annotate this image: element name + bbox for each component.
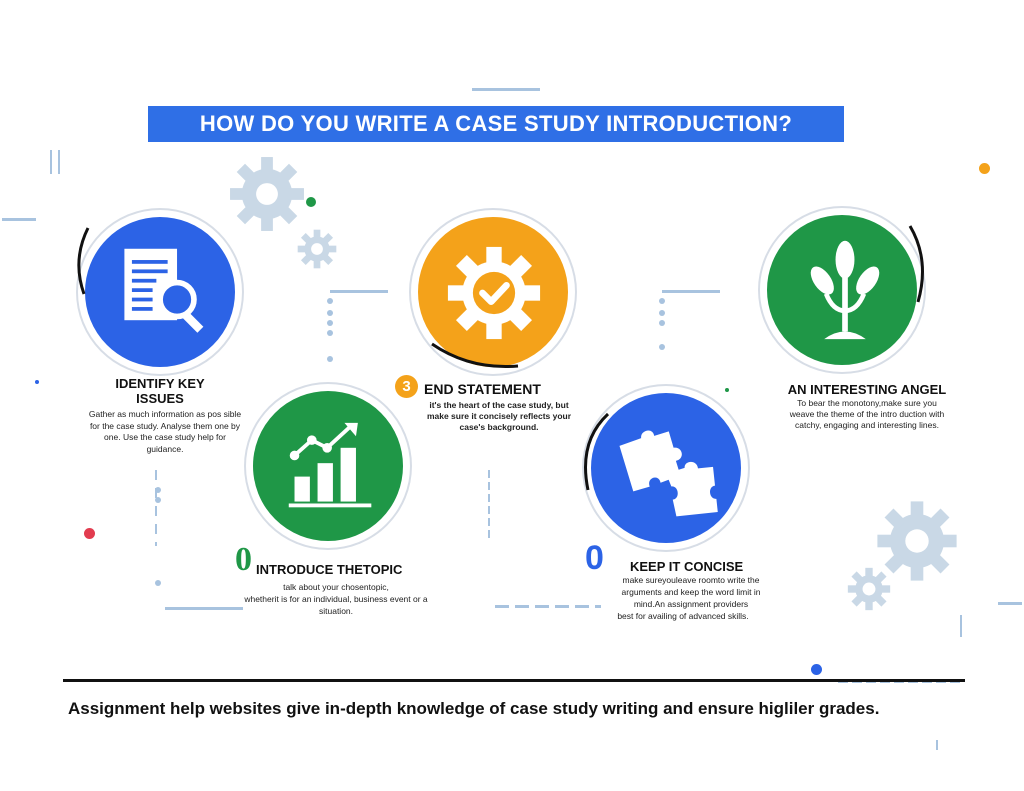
gear-icon (847, 567, 891, 611)
blue-dot (811, 664, 822, 675)
arc-accent (584, 412, 610, 491)
decor-tick (155, 470, 157, 546)
decor-dash (998, 602, 1022, 605)
decor-dot (659, 344, 665, 350)
decor-dot (327, 298, 333, 304)
gear-check-icon (447, 246, 541, 340)
decor-dash (662, 290, 720, 293)
gear-icon (230, 157, 304, 231)
introduce-circle (246, 384, 410, 548)
concise-line: best for availing of advanced skills. (617, 611, 749, 621)
growth-chart-icon (288, 422, 372, 508)
decor-dot (659, 298, 665, 304)
decor-dash (495, 605, 601, 608)
decor-dot (327, 310, 333, 316)
identify-circle (78, 210, 242, 374)
identify-description: Gather as much information as pos sible … (88, 409, 242, 454)
angel-heading: AN INTERESTING ANGEL (787, 382, 947, 397)
decor-dot (155, 497, 161, 503)
decor-tick (488, 470, 490, 540)
introduce-line: talk about your chosentopic, (283, 582, 389, 592)
decor-dot (659, 310, 665, 316)
decor-tick (936, 740, 938, 750)
page-title: HOW DO YOU WRITE A CASE STUDY INTRODUCTI… (148, 106, 844, 142)
decor-dot (659, 320, 665, 326)
concise-line: make sureyouleave roomto write the (622, 575, 760, 585)
decor-tick (960, 615, 962, 637)
document-search-icon (124, 248, 204, 333)
concise-line: mind.An assignment providers (633, 599, 749, 609)
end-statement-line: make sure it concisely reflects your (426, 411, 572, 421)
introduce-line: whetherit is for an individual, business… (244, 594, 428, 604)
decor-dot (327, 356, 333, 362)
decor-dash (330, 290, 388, 293)
decor-dot (155, 487, 161, 493)
footer-text: Assignment help websites give in-depth k… (68, 699, 880, 718)
decor-tick (50, 150, 52, 174)
gear-icon (877, 501, 957, 581)
blue-dot-small (35, 380, 39, 384)
introduce-line: situation. (318, 606, 354, 616)
identify-heading: IDENTIFY KEY ISSUES (115, 376, 205, 406)
decor-dot (327, 330, 333, 336)
orange-dot (979, 163, 990, 174)
plant-icon (810, 240, 880, 340)
decor-tick (58, 150, 60, 174)
introduce-heading: INTRODUCE THETOPIC (256, 562, 403, 577)
decor-dot (155, 580, 161, 586)
gear-icon (297, 229, 337, 269)
end-statement-line: case's background. (459, 422, 539, 432)
green-dot (306, 197, 316, 207)
decor-dash (472, 88, 540, 91)
arc-accent (431, 342, 519, 368)
concise-circle (584, 386, 748, 550)
arc-accent (77, 227, 90, 295)
step-number: 0 (585, 539, 604, 577)
concise-line: arguments and keep the word limit in (621, 587, 761, 597)
angel-line: To bear the monotony,make sure you (797, 398, 937, 408)
angel-line: catchy, engaging and interesting lines. (795, 420, 939, 430)
decor-dash (165, 607, 243, 610)
red-dot (84, 528, 95, 539)
angel-circle (760, 208, 924, 372)
concise-heading: KEEP IT CONCISE (630, 559, 744, 574)
angel-line: weave the theme of the intro duction wit… (789, 409, 945, 419)
end-statement-heading: END STATEMENT (424, 381, 541, 397)
end-statement-line: it's the heart of the case study, but (429, 400, 569, 410)
decor-dot (327, 320, 333, 326)
footer-divider (63, 679, 965, 682)
step-number: 0 (235, 541, 252, 578)
puzzle-icon (619, 430, 718, 517)
decor-dash (2, 218, 36, 221)
arc-accent (908, 225, 924, 303)
step-number-badge: 3 (395, 375, 418, 398)
green-dot-small (725, 388, 729, 392)
